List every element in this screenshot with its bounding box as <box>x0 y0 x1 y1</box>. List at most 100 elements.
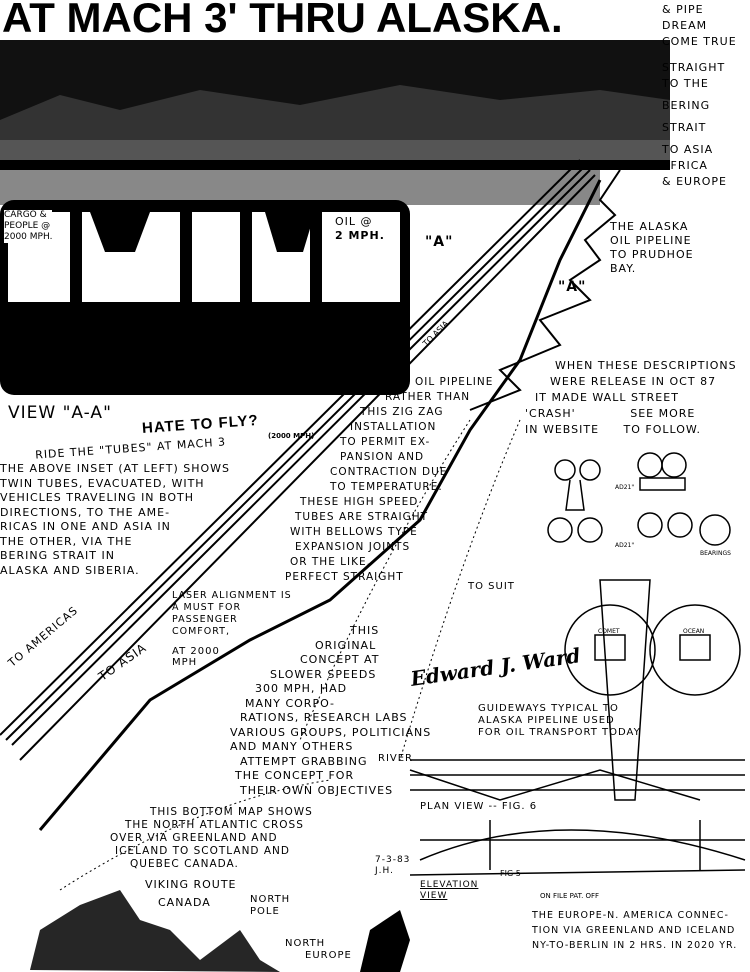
oil-label-line: 2 MPH. <box>335 229 385 242</box>
alaska-oil-pipeline-zigzag <box>469 169 621 411</box>
guideway-lower <box>38 179 602 831</box>
tube-supports <box>70 212 322 332</box>
desc-line: DIRECTIONS, TO THE AME- <box>0 505 171 519</box>
note-line: TION VIA GREENLAND AND ICELAND <box>532 925 736 936</box>
note-line: TO TEMPERATURE. <box>330 481 443 493</box>
note-line: CONCEPT AT <box>300 653 380 666</box>
ground-stipple <box>59 419 521 891</box>
note-line: OVER VIA GREENLAND AND <box>110 832 278 844</box>
note-line: NY-TO-BERLIN IN 2 HRS. IN 2020 YR. <box>532 940 738 951</box>
side-note-line: TO THE <box>662 77 709 90</box>
note-line: THE EUROPE-N. AMERICA CONNEC- <box>532 910 729 921</box>
note-line: A MUST FOR <box>172 602 242 613</box>
diagram-label: OCEAN <box>683 628 705 635</box>
note-line: WITH BELLOWS TYPE <box>290 526 418 538</box>
diagram-label: TO SUIT <box>468 581 515 592</box>
note-line: THIS ZIG ZAG <box>360 406 444 418</box>
note-line: AND MANY OTHERS <box>230 740 354 753</box>
view-label: VIEW "A-A" <box>8 403 112 423</box>
note-line: LASER ALIGNMENT IS <box>172 590 292 601</box>
wall-street-note: WHEN THESE DESCRIPTIONS WERE RELEASE IN … <box>525 358 737 438</box>
note-line: ALASKA PIPELINE USED <box>478 715 615 726</box>
side-note-line: DREAM <box>662 19 708 32</box>
oil-label-line: OIL @ <box>335 215 373 228</box>
note-line: THIS <box>350 624 380 637</box>
note-line: VARIOUS GROUPS, POLITICIANS <box>230 725 432 739</box>
note-line: SLOWER SPEEDS <box>270 667 377 681</box>
side-note: & PIPE DREAM COME TRUE STRAIGHT TO THE B… <box>662 2 737 190</box>
note-line: THESE HIGH SPEED <box>300 496 419 508</box>
alaska-pipeline-note: THE ALASKA OIL PIPELINE TO PRUDHOE BAY. <box>610 220 694 276</box>
note-line: ATTEMPT GRABBING <box>240 754 368 768</box>
water <box>0 140 670 160</box>
note-line: BAY. <box>610 262 637 275</box>
desc-line: TWIN TUBES, EVACUATED, WITH <box>0 476 205 490</box>
note-line: GUIDEWAYS TYPICAL TO <box>478 703 619 714</box>
note-line: IN WEBSITE <box>525 423 600 436</box>
side-note-line: & EUROPE <box>662 175 727 188</box>
desc-line: BERING STRAIT IN <box>0 549 115 562</box>
note-line: COMFORT, <box>172 626 230 637</box>
on-file-label: ON FILE PAT. OFF <box>540 892 600 900</box>
cross-section-diagrams <box>409 452 746 876</box>
bottom-map-note: THIS BOTTOM MAP SHOWS THE NORTH ATLANTIC… <box>110 806 313 871</box>
label-line: AT 2000 <box>172 646 220 657</box>
diagram-label: BEARINGS <box>700 550 731 557</box>
plan-view-label: PLAN VIEW -- FIG. 6 <box>420 801 538 812</box>
note-line: PANSION AND <box>340 451 425 463</box>
elevation-view-label: ELEVATION VIEW <box>420 880 478 902</box>
label-line: 7-3-83 <box>375 855 411 865</box>
label-line: J.H. <box>375 866 394 876</box>
date-initials: 7-3-83 J.H. <box>375 855 410 877</box>
label-line: ELEVATION <box>420 880 479 890</box>
note-line: ORIGINAL <box>315 638 377 652</box>
section-mark-a: "A" <box>425 234 454 250</box>
cargo-label-line: PEOPLE @ <box>4 221 51 231</box>
diagram-label: AD21" <box>615 484 635 491</box>
note-line: OIL PIPELINE <box>610 234 692 247</box>
note-line: OIL PIPELINE <box>415 376 494 388</box>
side-note-line: AFRICA <box>662 159 708 172</box>
note-line: ICELAND TO SCOTLAND AND <box>115 845 290 857</box>
river-label: RIVER <box>378 753 414 764</box>
side-note-line: & PIPE <box>662 3 704 16</box>
inset-description: THE ABOVE INSET (AT LEFT) SHOWS TWIN TUB… <box>0 462 230 578</box>
note-line: PASSENGER <box>172 614 238 625</box>
label-line: EUROPE <box>305 950 352 961</box>
oil-pipeline-note: OIL PIPELINE RATHER THAN THIS ZIG ZAG IN… <box>285 375 494 585</box>
label-line: MPH <box>172 657 198 668</box>
original-concept-note: THIS ORIGINAL CONCEPT AT SLOWER SPEEDS 3… <box>230 624 431 798</box>
desc-line: RICAS IN ONE AND ASIA IN <box>0 520 171 533</box>
note-line: CONTRACTION DUE <box>330 466 448 478</box>
note-line: THE NORTH ATLANTIC CROSS <box>125 819 304 831</box>
map-label-north-europe: NORTH EUROPE <box>285 938 352 962</box>
note-line: QUEBEC CANADA. <box>130 858 239 870</box>
side-note-line: COME TRUE <box>662 35 737 48</box>
at-2000-label: AT 2000 MPH <box>172 646 220 668</box>
laser-note: LASER ALIGNMENT IS A MUST FOR PASSENGER … <box>172 590 292 638</box>
note-line: EXPANSION JOINTS <box>295 541 411 553</box>
mach3-tubes <box>0 159 596 761</box>
cargo-label-line: 2000 MPH. <box>4 232 53 242</box>
mountains <box>0 85 670 155</box>
oil-label: OIL @ 2 MPH. <box>335 215 385 243</box>
north-atlantic-map <box>30 890 410 972</box>
desc-line: VEHICLES TRAVELING IN BOTH <box>0 491 195 504</box>
note-line: THE ALASKA <box>610 220 689 233</box>
desc-line: THE ABOVE INSET (AT LEFT) SHOWS <box>0 462 231 475</box>
note-line: TO FOLLOW. <box>623 423 702 436</box>
note-line: TO PRUDHOE <box>610 248 694 261</box>
note-line: THEIR OWN OBJECTIVES <box>240 783 394 797</box>
side-note-line: TO ASIA <box>662 143 714 156</box>
note-line: OR THE LIKE. <box>290 556 371 568</box>
note-line: RATIONS, RESEARCH LABS <box>240 711 408 724</box>
side-note-line: STRAIGHT <box>662 61 726 74</box>
map-label-viking: VIKING ROUTE <box>145 878 237 891</box>
page-title: AT MACH 3' THRU ALASKA. <box>2 0 563 41</box>
note-line: SEE MORE <box>630 407 696 420</box>
cargo-label: CARGO & PEOPLE @ 2000 MPH. <box>4 210 53 243</box>
note-line: WERE RELEASE IN OCT 87 <box>550 375 717 388</box>
note-line: IT MADE WALL STREET <box>535 391 679 404</box>
shore <box>0 170 600 205</box>
mach-speed: (2000 MPH) <box>268 432 315 440</box>
